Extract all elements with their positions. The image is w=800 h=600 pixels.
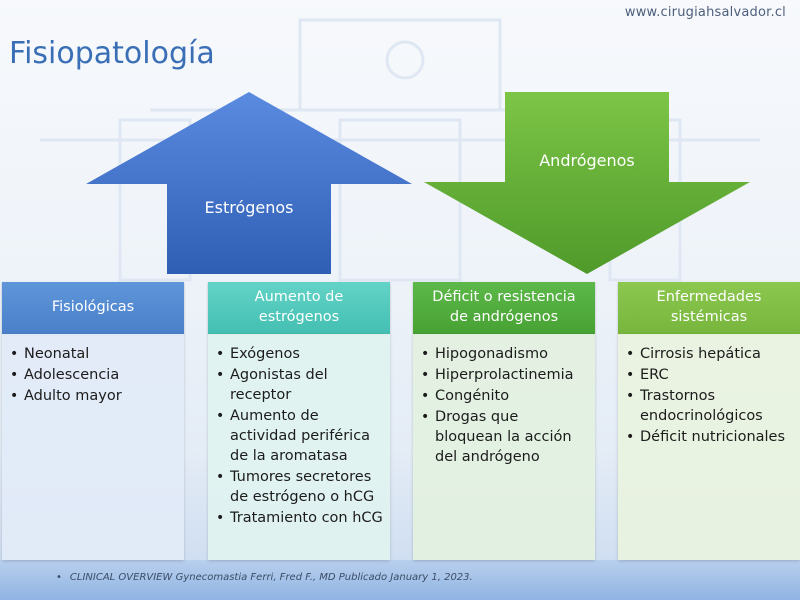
- list-item: Neonatal: [10, 344, 178, 364]
- column-body: Cirrosis hepática ERC Trastornos endocri…: [618, 334, 800, 560]
- androgen-arrow-label: Andrógenos: [539, 151, 635, 170]
- column-enfermedades-sistemicas: Enfermedades sistémicas Cirrosis hepátic…: [618, 282, 800, 560]
- list-item: Adolescencia: [10, 365, 178, 385]
- bullet-list: Hipogonadismo Hiperprolactinemia Congéni…: [421, 344, 589, 467]
- list-item: Hiperprolactinemia: [421, 365, 589, 385]
- list-item: ERC: [626, 365, 794, 385]
- bullet-list: Exógenos Agonistas del receptor Aumento …: [216, 344, 384, 528]
- column-heading: Déficit o resistencia de andrógenos: [413, 282, 595, 334]
- website-url: www.cirugiahsalvador.cl: [624, 5, 786, 20]
- list-item: Agonistas del receptor: [216, 365, 384, 405]
- slide-title: Fisiopatología: [9, 36, 215, 71]
- column-deficit-androgenos: Déficit o resistencia de andrógenos Hipo…: [413, 282, 595, 560]
- list-item: Déficit nutricionales: [626, 427, 794, 447]
- list-item: Tratamiento con hCG: [216, 508, 384, 528]
- column-heading: Aumento de estrógenos: [208, 282, 390, 334]
- androgen-down-arrow: [424, 92, 750, 274]
- bullet-list: Cirrosis hepática ERC Trastornos endocri…: [626, 344, 794, 447]
- estrogen-up-arrow: [86, 92, 412, 274]
- column-heading: Enfermedades sistémicas: [618, 282, 800, 334]
- list-item: Hipogonadismo: [421, 344, 589, 364]
- list-item: Drogas que bloquean la acción del andróg…: [421, 407, 589, 467]
- estrogen-arrow-label: Estrógenos: [204, 198, 294, 217]
- list-item: Congénito: [421, 386, 589, 406]
- list-item: Cirrosis hepática: [626, 344, 794, 364]
- list-item: Tumores secretores de estrógeno o hCG: [216, 467, 384, 507]
- column-body: Hipogonadismo Hiperprolactinemia Congéni…: [413, 334, 595, 560]
- column-body: Neonatal Adolescencia Adulto mayor: [2, 334, 184, 560]
- column-heading: Fisiológicas: [2, 282, 184, 334]
- column-body: Exógenos Agonistas del receptor Aumento …: [208, 334, 390, 560]
- reference-citation: CLINICAL OVERVIEW Gynecomastia Ferri, Fr…: [56, 572, 473, 583]
- list-item: Exógenos: [216, 344, 384, 364]
- bullet-list: Neonatal Adolescencia Adulto mayor: [10, 344, 178, 406]
- column-fisiologicas: Fisiológicas Neonatal Adolescencia Adult…: [2, 282, 184, 560]
- list-item: Aumento de actividad periférica de la ar…: [216, 406, 384, 466]
- column-aumento-estrogenos: Aumento de estrógenos Exógenos Agonistas…: [208, 282, 390, 560]
- list-item: Adulto mayor: [10, 386, 178, 406]
- list-item: Trastornos endocrinológicos: [626, 386, 794, 426]
